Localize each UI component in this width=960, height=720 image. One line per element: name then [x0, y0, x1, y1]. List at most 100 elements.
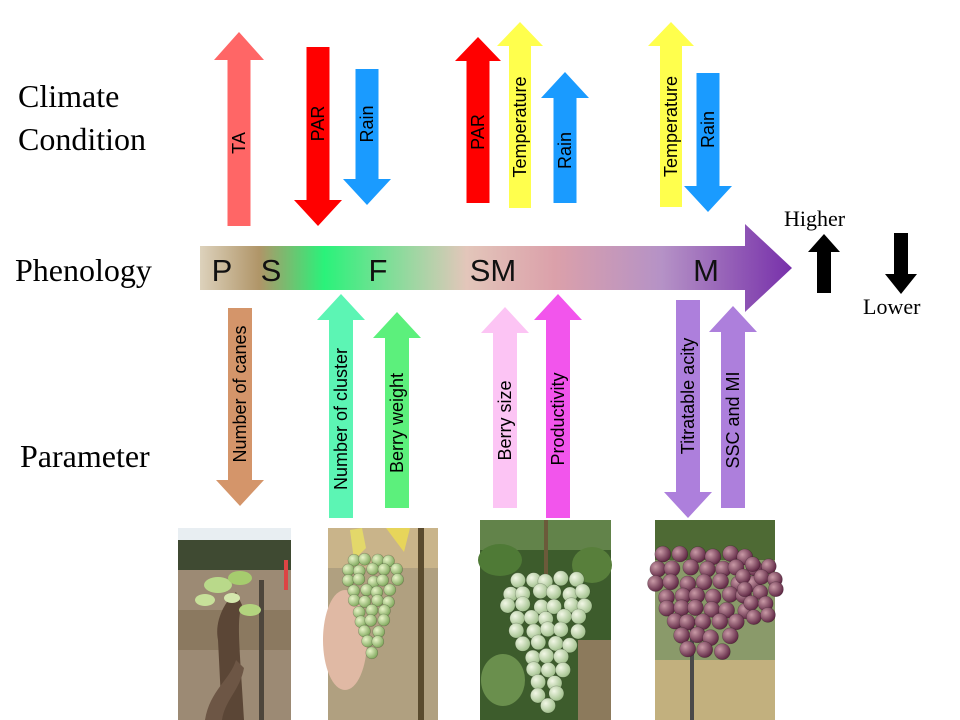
legend-higher-label: Higher	[784, 206, 846, 231]
climate-rain-higher-arrow-label: Rain	[555, 132, 575, 169]
grape-berry	[760, 558, 777, 575]
parameter-ssc-and-mi-higher-arrow: SSC and MI	[709, 306, 757, 508]
grape-berry	[574, 583, 591, 600]
lower-arrow-icon	[885, 233, 917, 294]
grape-berry	[391, 573, 404, 586]
climate-rain-lower-arrow-label: Rain	[698, 111, 718, 148]
grape-berry	[358, 595, 372, 608]
climate-temperature-higher-arrow: Temperature	[648, 22, 694, 207]
pea-size-cluster-photo	[478, 520, 612, 720]
grape-berry	[682, 558, 700, 576]
grape-berry	[743, 595, 759, 611]
grape-berry	[687, 599, 704, 616]
grape-berry	[530, 634, 547, 651]
grape-berry	[532, 583, 549, 599]
grape-berry	[352, 572, 366, 586]
parameter-ssc-and-mi-higher-arrow-label: SSC and MI	[723, 371, 743, 468]
climate-ta-higher-arrow-shape	[214, 32, 264, 226]
phenology-label: Phenology	[15, 252, 152, 288]
parameter-berry-weight-higher-arrow: Berry weight	[373, 312, 421, 508]
grape-berry	[649, 560, 667, 578]
higher-arrow-icon	[808, 234, 840, 293]
climate-rain-lower-arrow-shape	[684, 73, 732, 212]
climate-rain-higher-arrow-shape	[541, 72, 589, 203]
grape-berry	[662, 573, 680, 591]
grape-berry	[514, 596, 531, 612]
climate-par-higher-arrow-shape	[455, 37, 501, 203]
parameter-arrows: Number of canes Number of cluster Berry we…	[216, 294, 757, 518]
grape-berry	[647, 575, 664, 592]
parameter-productivity-higher-arrow-label: Productivity	[548, 372, 568, 465]
climate-par-lower-arrow: PAR	[294, 47, 342, 226]
grape-berry	[365, 646, 379, 660]
climate-rain-lower-arrow: Rain	[343, 69, 391, 205]
legend-lower-label: Lower	[863, 294, 921, 319]
grape-berry	[744, 556, 761, 573]
grape-berry	[695, 573, 713, 591]
climate-par-lower-arrow-label: PAR	[308, 106, 328, 142]
grape-berry	[530, 687, 546, 704]
grape-berry	[341, 563, 355, 577]
grape-berry	[540, 662, 557, 678]
stage-label-sm: SM	[470, 253, 517, 288]
parameter-number-of-canes-lower-arrow-shape	[216, 308, 264, 506]
climate-temperature-higher-arrow-label: Temperature	[661, 76, 681, 177]
parameter-berry-size-higher-arrow: Berry size	[481, 307, 529, 508]
grape-berry	[510, 572, 526, 589]
grape-berry	[539, 621, 556, 638]
stage-label-m: M	[693, 253, 719, 288]
parameter-number-of-canes-lower-arrow-label: Number of canes	[230, 325, 250, 462]
parameter-berry-weight-higher-arrow-shape	[373, 312, 421, 508]
grape-berry	[654, 545, 672, 563]
grape-berry	[712, 572, 729, 590]
stage-label-s: S	[261, 253, 282, 288]
ripe-cluster-photo	[647, 520, 784, 720]
grape-berry	[753, 569, 770, 585]
grape-berry	[555, 662, 571, 678]
climate-rain-higher-arrow: Rain	[541, 72, 589, 203]
stage-label-f: F	[369, 253, 388, 288]
grape-berry	[366, 562, 379, 576]
parameter-berry-weight-higher-arrow-label: Berry weight	[387, 373, 407, 473]
climate-rain-lower-arrow-label: Rain	[357, 105, 377, 142]
parameter-titratable-acity-lower-arrow: Titratable acity	[664, 300, 712, 518]
grape-berry	[568, 571, 585, 588]
parameter-number-of-cluster-higher-arrow-label: Number of cluster	[331, 348, 351, 490]
parameter-productivity-higher-arrow: Productivity	[534, 294, 582, 518]
grape-berry	[547, 635, 564, 652]
climate-par-higher-arrow: PAR	[455, 37, 501, 203]
parameter-number-of-canes-lower-arrow: Number of canes	[216, 308, 264, 506]
climate-temperature-higher-arrow-label: Temperature	[510, 76, 530, 177]
phenology-timeline-arrow	[200, 224, 792, 312]
grape-berry	[546, 598, 562, 615]
parameter-titratable-acity-lower-arrow-shape	[664, 300, 712, 518]
grape-berry	[713, 643, 731, 660]
grape-berry	[561, 637, 578, 654]
parameter-titratable-acity-lower-arrow-label: Titratable acity	[678, 338, 698, 454]
grape-berry	[768, 581, 784, 598]
grape-berry	[341, 574, 355, 587]
grape-berry	[376, 573, 389, 587]
grape-berry	[721, 627, 739, 645]
grape-berry	[364, 614, 378, 627]
parameter-ssc-and-mi-higher-arrow-shape	[709, 306, 757, 508]
parameter-berry-size-higher-arrow-shape	[481, 307, 529, 508]
grape-berry	[745, 609, 762, 625]
grape-berry	[556, 608, 572, 625]
parameter-label: Parameter	[20, 438, 150, 474]
grape-berry	[570, 623, 586, 640]
grape-berry	[760, 607, 776, 623]
climate-temperature-higher-arrow-shape	[497, 22, 543, 208]
grape-berry	[553, 570, 569, 587]
climate-temperature-higher-arrow-shape	[648, 22, 694, 207]
grape-berry	[508, 622, 525, 639]
grape-berry	[371, 635, 385, 648]
climate-temperature-higher-arrow: Temperature	[497, 22, 543, 208]
climate-condition-label-line1: Climate	[18, 78, 119, 114]
grape-berry	[736, 581, 753, 598]
grape-berry	[538, 648, 555, 664]
budburst-vine-photo	[178, 528, 291, 720]
grape-berry	[553, 648, 569, 665]
